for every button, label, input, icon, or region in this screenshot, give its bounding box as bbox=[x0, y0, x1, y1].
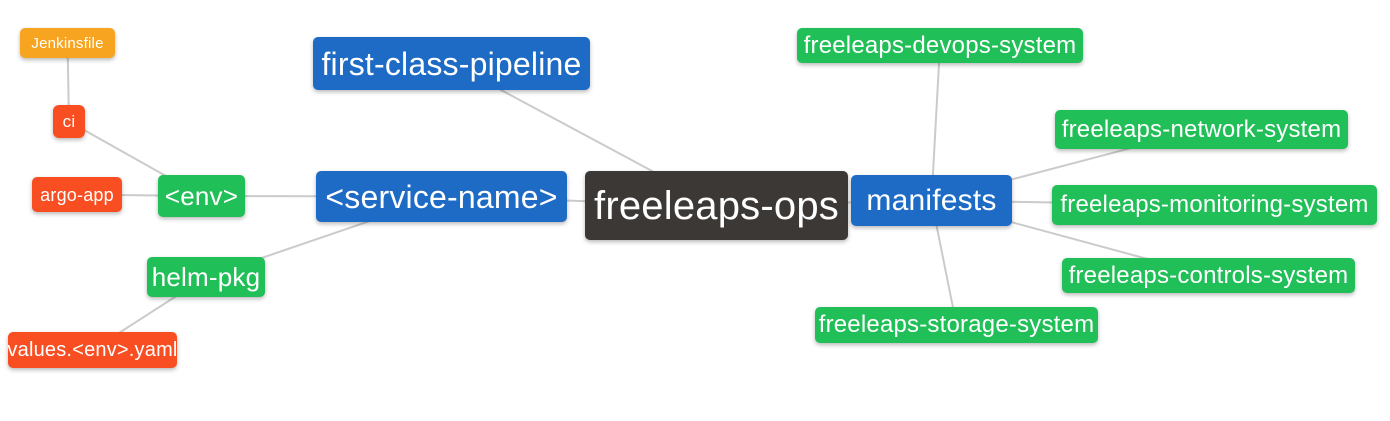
node-freeleaps-ops[interactable]: freeleaps-ops bbox=[585, 171, 848, 240]
node-freeleaps-monitoring-system[interactable]: freeleaps-monitoring-system bbox=[1052, 185, 1377, 225]
node-jenkinsfile[interactable]: Jenkinsfile bbox=[20, 28, 115, 58]
node-service-name[interactable]: <service-name> bbox=[316, 171, 567, 222]
node-manifests[interactable]: manifests bbox=[851, 175, 1012, 226]
node-freeleaps-controls-system[interactable]: freeleaps-controls-system bbox=[1062, 258, 1355, 293]
node-freeleaps-devops-system[interactable]: freeleaps-devops-system bbox=[797, 28, 1083, 63]
node-argo-app[interactable]: argo-app bbox=[32, 177, 122, 212]
node-freeleaps-network-system[interactable]: freeleaps-network-system bbox=[1055, 110, 1348, 149]
node-helm-pkg[interactable]: helm-pkg bbox=[147, 257, 265, 297]
node-freeleaps-storage-system[interactable]: freeleaps-storage-system bbox=[815, 307, 1098, 343]
node-values-env-yaml[interactable]: values.<env>.yaml bbox=[7, 332, 177, 368]
node-ci[interactable]: ci bbox=[53, 105, 85, 138]
node-first-class-pipeline[interactable]: first-class-pipeline bbox=[313, 37, 590, 90]
node-env[interactable]: <env> bbox=[158, 175, 245, 217]
